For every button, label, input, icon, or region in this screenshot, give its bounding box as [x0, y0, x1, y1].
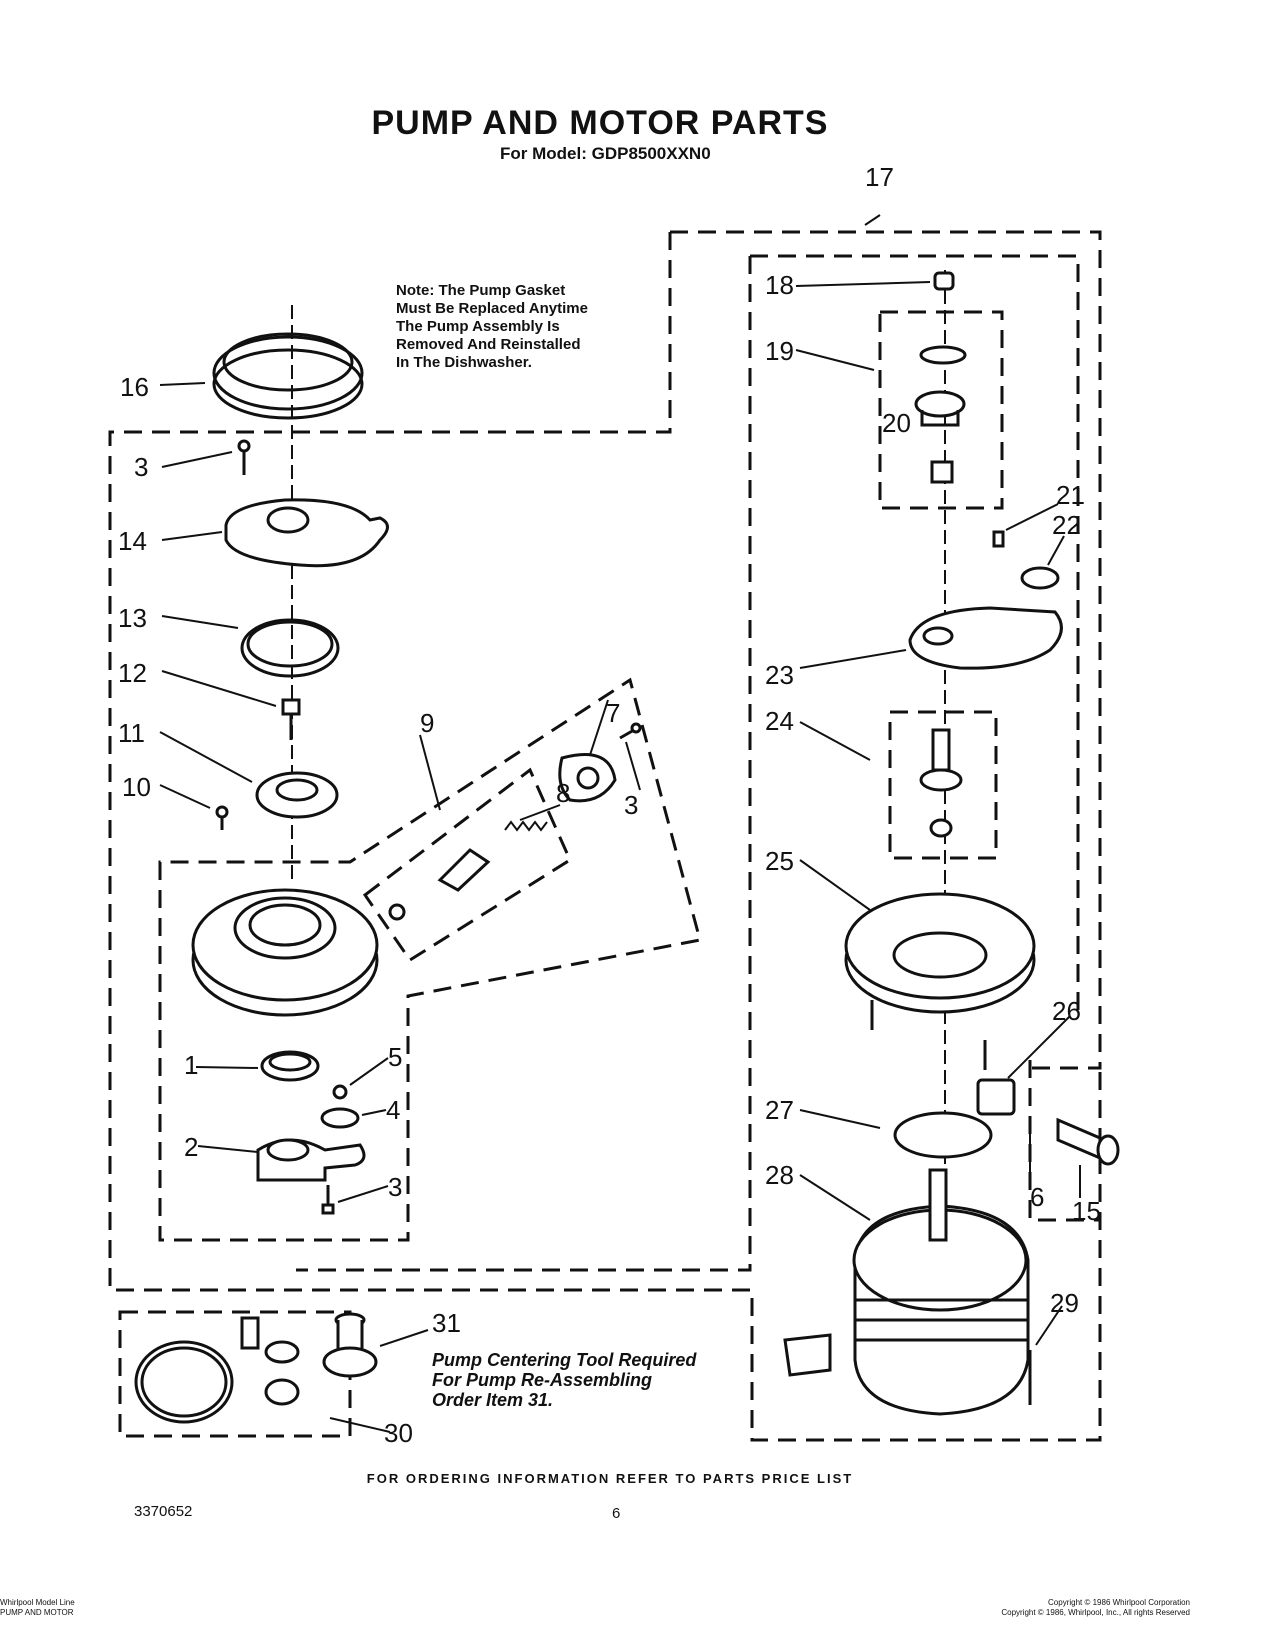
document-number: 3370652: [134, 1503, 193, 1520]
page-title: PUMP AND MOTOR PARTS: [371, 104, 829, 142]
nut-18: [933, 271, 955, 291]
callout-23: 23: [765, 660, 794, 690]
callout-7: 7: [606, 698, 621, 728]
note-line: Removed And Reinstalled: [396, 336, 581, 353]
spring-box: [362, 767, 572, 963]
callout-22: 22: [1052, 510, 1081, 540]
footer-left-line: PUMP AND MOTOR: [0, 1608, 74, 1617]
tool-note-line: Order Item 31.: [432, 1390, 554, 1410]
callout-29: 29: [1050, 1288, 1079, 1318]
callout-10: 10: [122, 772, 151, 802]
callout-3b: 3: [624, 790, 639, 820]
gasket-note: Note: The Pump Gasket Must Be Replaced A…: [396, 282, 656, 372]
callout-9: 9: [420, 708, 435, 738]
valve-plate-7: [558, 753, 617, 803]
bracket-2: [256, 1138, 366, 1182]
callout-27: 27: [765, 1095, 794, 1125]
callout-13: 13: [118, 603, 147, 633]
callout-19: 19: [765, 336, 794, 366]
ball-5: [332, 1084, 348, 1100]
screw-3c: [321, 1185, 335, 1215]
note-line: The Pump Assembly Is: [396, 318, 560, 335]
clutch-19: [914, 345, 967, 484]
callout-28: 28: [765, 1160, 794, 1190]
pump-gasket-ring: [212, 332, 364, 420]
motor-28: [783, 1168, 1030, 1416]
tool-note: Pump Centering Tool Required For Pump Re…: [432, 1350, 732, 1410]
page-number: 6: [612, 1505, 621, 1522]
callout-16: 16: [120, 372, 149, 402]
screw-10: [215, 805, 229, 830]
footer-right-small: Copyright © 1986 Whirlpool Corporation C…: [990, 1598, 1190, 1618]
box-24: [888, 710, 998, 860]
callout-4: 4: [386, 1095, 401, 1125]
model-subtitle: For Model: GDP8500XXN0: [500, 144, 711, 163]
shaft-24: [919, 728, 963, 838]
ring-22: [1020, 566, 1060, 590]
relay-26: [976, 1078, 1016, 1116]
callout-25: 25: [765, 846, 794, 876]
ordering-info: FOR ORDERING INFORMATION REFER TO PARTS …: [366, 1471, 854, 1486]
kit-30-items: [134, 1316, 300, 1424]
note-line: Must Be Replaced Anytime: [396, 300, 588, 317]
pump-cover: [224, 498, 389, 568]
callout-1: 1: [184, 1050, 199, 1080]
box-19: [878, 310, 1004, 510]
callout-8: 8: [556, 778, 571, 808]
sensor-15: [1056, 1117, 1120, 1166]
footer-right-line: Copyright © 1986 Whirlpool Corporation: [1048, 1598, 1190, 1607]
assembly-17-outline: [670, 230, 1102, 1070]
bolt-12: [281, 698, 301, 740]
check-valve: [388, 848, 491, 921]
callout-12: 12: [118, 658, 147, 688]
footer-left-small: Whirlpool Model Line PUMP AND MOTOR: [0, 1598, 75, 1618]
impeller-11: [255, 771, 339, 819]
callout-30: 30: [384, 1418, 413, 1448]
centering-tool-31: [322, 1312, 378, 1378]
motor-mount-25: [844, 892, 1036, 1070]
callout-17: 17: [865, 162, 894, 192]
footer-left-line: Whirlpool Model Line: [0, 1598, 75, 1607]
callout-3a: 3: [134, 452, 149, 482]
o-ring-13: [240, 618, 340, 678]
motor-box-left: [296, 256, 752, 1272]
screw-21: [992, 530, 1005, 548]
footer-right-line: Copyright © 1986, Whirlpool, Inc., All r…: [1001, 1608, 1190, 1617]
screw-3a: [237, 439, 251, 475]
callout-14: 14: [118, 526, 147, 556]
callout-21: 21: [1056, 480, 1085, 510]
callout-6: 6: [1030, 1182, 1045, 1212]
screw-3b: [619, 722, 642, 740]
spacer-20: [930, 460, 954, 484]
callout-11: 11: [118, 718, 145, 748]
box-26: [1028, 1060, 1100, 1222]
callout-2: 2: [184, 1132, 199, 1162]
disc-27: [893, 1111, 993, 1159]
note-line: Note: The Pump Gasket: [396, 282, 566, 299]
callout-5: 5: [388, 1042, 403, 1072]
callout-24: 24: [765, 706, 794, 736]
tool-note-line: For Pump Re-Assembling: [432, 1370, 653, 1390]
callout-26: 26: [1052, 996, 1081, 1026]
callout-20: 20: [882, 408, 911, 438]
note-line: In The Dishwasher.: [396, 354, 532, 371]
callout-18: 18: [765, 270, 794, 300]
callout-3c: 3: [388, 1172, 403, 1202]
ring-4: [320, 1107, 360, 1129]
tool-note-line: Pump Centering Tool Required: [432, 1350, 697, 1370]
pump-box: [158, 677, 702, 1242]
assembly-17-left: [108, 232, 1102, 1442]
callout-31: 31: [432, 1308, 461, 1338]
spring-8: [504, 820, 548, 832]
kit-30-box: [118, 1310, 352, 1438]
plate-23: [908, 606, 1063, 670]
callout-15: 15: [1072, 1196, 1101, 1226]
pump-housing: [191, 888, 379, 1017]
seal-1: [260, 1050, 320, 1082]
